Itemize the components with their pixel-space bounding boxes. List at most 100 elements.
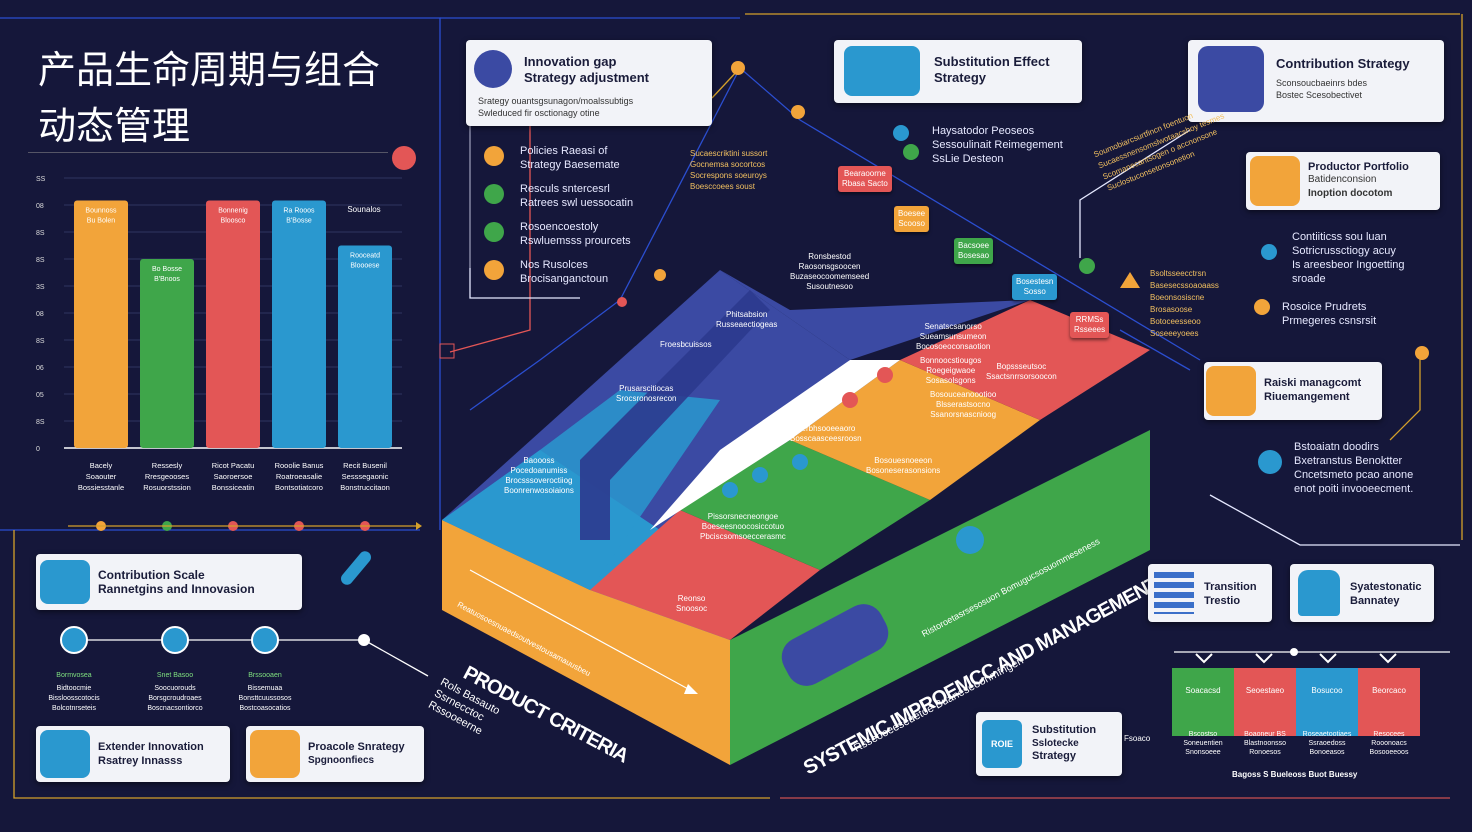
circle-icon	[484, 222, 504, 242]
contribution-strategy-sub2: Bostec Scesobectivet	[1276, 90, 1363, 100]
chart-badge-icon	[392, 146, 416, 170]
segment-block: Bosucoo	[1296, 668, 1358, 736]
flag-tag: Bearaoorne Rbasa Sacto	[838, 166, 892, 192]
extended-innovation-card[interactable]: Extender Innovation Rsatrey Innasss	[36, 726, 230, 782]
bar-label: Bo Bosse	[152, 266, 182, 273]
iso-label: Serbhsooeeaoro Bosscaasceesroosn	[790, 424, 862, 443]
y-tick-label: 3S	[36, 284, 45, 291]
rocket-icon	[484, 146, 504, 166]
y-tick-label: 8S	[36, 338, 45, 345]
roie-chip: ROIE	[982, 720, 1022, 768]
transition-card[interactable]: Transition Trestio	[1148, 564, 1272, 622]
iso-label: Baoooss Pocedoanumiss Brocsssoveroctiiog…	[504, 456, 574, 495]
risk-management-title2: Riuemangement	[1264, 391, 1350, 403]
innovation-list-text: Nos Rusolces Brocisanganctoun	[520, 259, 609, 285]
iso-label: Bosouesnoeeon Bosoneserasonsions	[866, 456, 941, 475]
provide-strategy-card[interactable]: Proacole Snrategy Spgnoonfiecs	[246, 726, 424, 782]
y-tick-label: 08	[36, 311, 44, 318]
substitution-strategy-title3: Strategy	[1032, 750, 1077, 762]
timeline-title: Bormvosea	[56, 672, 92, 679]
x-tick-label: Bontsotiatcoro	[275, 483, 323, 492]
y-tick-label: 8S	[36, 419, 45, 426]
risk-management-card[interactable]: Raiski managcomt Riuemangement	[1204, 362, 1382, 420]
chart-top-label: Sounalos	[347, 205, 380, 214]
arrow-icon	[416, 522, 422, 530]
iso-label: Bopssseutsoc Ssactsnrrsorsoocon	[986, 362, 1057, 381]
product-portfolio-title2: Batidenconsion	[1308, 174, 1377, 185]
timeline-title: Snet Basoo	[156, 672, 194, 679]
x-tick-label: Bonstruccitaon	[340, 483, 390, 492]
flag-right-text: Bsoltsseecctrsn Basesecssoaoaass Boeonso…	[1150, 269, 1219, 338]
bar-label: Bonnenig	[218, 208, 248, 215]
arrow-chip-icon	[1250, 156, 1300, 206]
arrow-chip-icon	[40, 560, 90, 604]
iso-top-green	[680, 440, 930, 570]
systematic-title2: Bannatey	[1350, 595, 1400, 607]
flag-tag: Boesee Scooso	[894, 206, 930, 232]
flag-tag: Bosestesn Sosso	[1012, 274, 1058, 300]
iso-top-red-front	[590, 510, 820, 640]
x-tick-label: Rresgeooses	[145, 472, 189, 481]
x-tick-label: Bonssiceatin	[212, 483, 255, 492]
risk-management-title: Raiski managcomt	[1264, 377, 1362, 389]
iso-white-path	[650, 360, 900, 530]
arrow-chip-icon	[250, 730, 300, 778]
page-title: 产品生命周期与组合 动态管理	[38, 48, 381, 148]
bar-label: Bloosco	[221, 218, 246, 225]
innovation-list-text: Policies Raeasi of Strategy Baesemate	[520, 145, 620, 171]
contribution-scale-title2: Rannetgins and Innovasion	[98, 582, 255, 596]
bar-label: Rooceatd	[350, 253, 380, 260]
iso-label: Bosouceanoootioo Blsserastsocno Ssanorsn…	[930, 390, 997, 419]
bar-label: Ra Rooos	[283, 208, 315, 215]
contribution-strategy-card[interactable]: Contribution Strategy Sconsoucbaeinrs bd…	[1188, 40, 1444, 122]
timeline-title: Brssooaen	[248, 672, 282, 679]
right-text-3: Bstoaiatn doodirs Bxetranstus Benoktter …	[1294, 441, 1414, 495]
contribution-scale-card[interactable]: Contribution Scale Rannetgins and Innova…	[36, 554, 302, 610]
y-tick-label: SS	[36, 176, 46, 183]
iso-label: Froesbcuissos	[660, 340, 712, 349]
segment-block: Soacacsd	[1172, 668, 1234, 736]
systematic-card[interactable]: Syatestonatic Bannatey	[1290, 564, 1434, 622]
transition-title2: Trestio	[1204, 595, 1241, 607]
segment-lead: Fsoaco	[1124, 734, 1151, 743]
innovation-gap-sub1: Srategy ouantsgsunagon/moalssubtigs	[478, 96, 634, 106]
substitution-strategy-title: Substitution	[1032, 724, 1097, 736]
product-portfolio-card[interactable]: Productor Portfolio Batidenconsion Inopt…	[1246, 152, 1440, 210]
innovation-gap-sub2: Swleduced fir osctionagy otine	[478, 108, 600, 118]
y-tick-label: 8S	[36, 230, 45, 237]
substitution-effect-card[interactable]: Substitution Effect Strategy	[834, 40, 1082, 103]
contribution-strategy-sub1: Sconsoucbaeinrs bdes	[1276, 78, 1368, 88]
y-tick-label: 05	[36, 392, 44, 399]
innovation-gap-card[interactable]: Innovation gap Strategy adjustment Srate…	[466, 40, 712, 126]
segment-label: Soacacsd	[1185, 686, 1221, 695]
timeline-line	[74, 634, 429, 677]
innovation-list-item: Resculs sntercesrl Ratrees swl uessocati…	[480, 178, 680, 212]
bar-label: B'Bnoos	[154, 276, 180, 283]
right-text-2: Rosoice Prudrets Prmegeres csnsrsit	[1282, 301, 1377, 327]
team-icon	[1198, 46, 1264, 112]
x-tick-label: Saoroersoe	[214, 472, 253, 481]
bar	[338, 245, 392, 448]
x-tick-label: Roatroeasalie	[276, 472, 322, 481]
innovation-list-item: Rosoencoestoly Rswluemsss prourcets	[480, 216, 680, 250]
timeline-node-icon	[251, 626, 279, 654]
arrow-chip-icon	[40, 730, 90, 778]
product-portfolio-title: Productor Portfolio	[1308, 161, 1409, 173]
risk-arrow-icon	[1206, 366, 1256, 416]
bar-label: B'Bosse	[286, 218, 312, 225]
x-tick-label: Bossiesstanle	[78, 483, 124, 492]
iso-label: Phitsabsion Russeaectiogeas	[716, 310, 778, 329]
provide-strategy-title: Proacole Snrategy	[308, 741, 405, 753]
innovation-gap-title2: Strategy adjustment	[524, 70, 649, 85]
center-text: Haysatodor Peoseos Sessoulinait Reimegem…	[932, 125, 1063, 165]
x-tick-label: Bacely	[90, 461, 113, 470]
y-tick-label: 8S	[36, 257, 45, 264]
segment-label: Seoestaeo	[1245, 686, 1285, 695]
substitution-strategy-card[interactable]: ROIE Substitution Sslotecke Strategy	[976, 712, 1122, 776]
segment-text: Resocees Rooonoacs Bosooeeoos	[1369, 731, 1409, 756]
substitution-effect-title2: Strategy	[934, 70, 987, 85]
segment-text: Bscostso Soneuentien Snonsoeee	[1183, 731, 1223, 756]
iso-front-right-face	[730, 430, 1150, 765]
bar	[74, 200, 128, 448]
